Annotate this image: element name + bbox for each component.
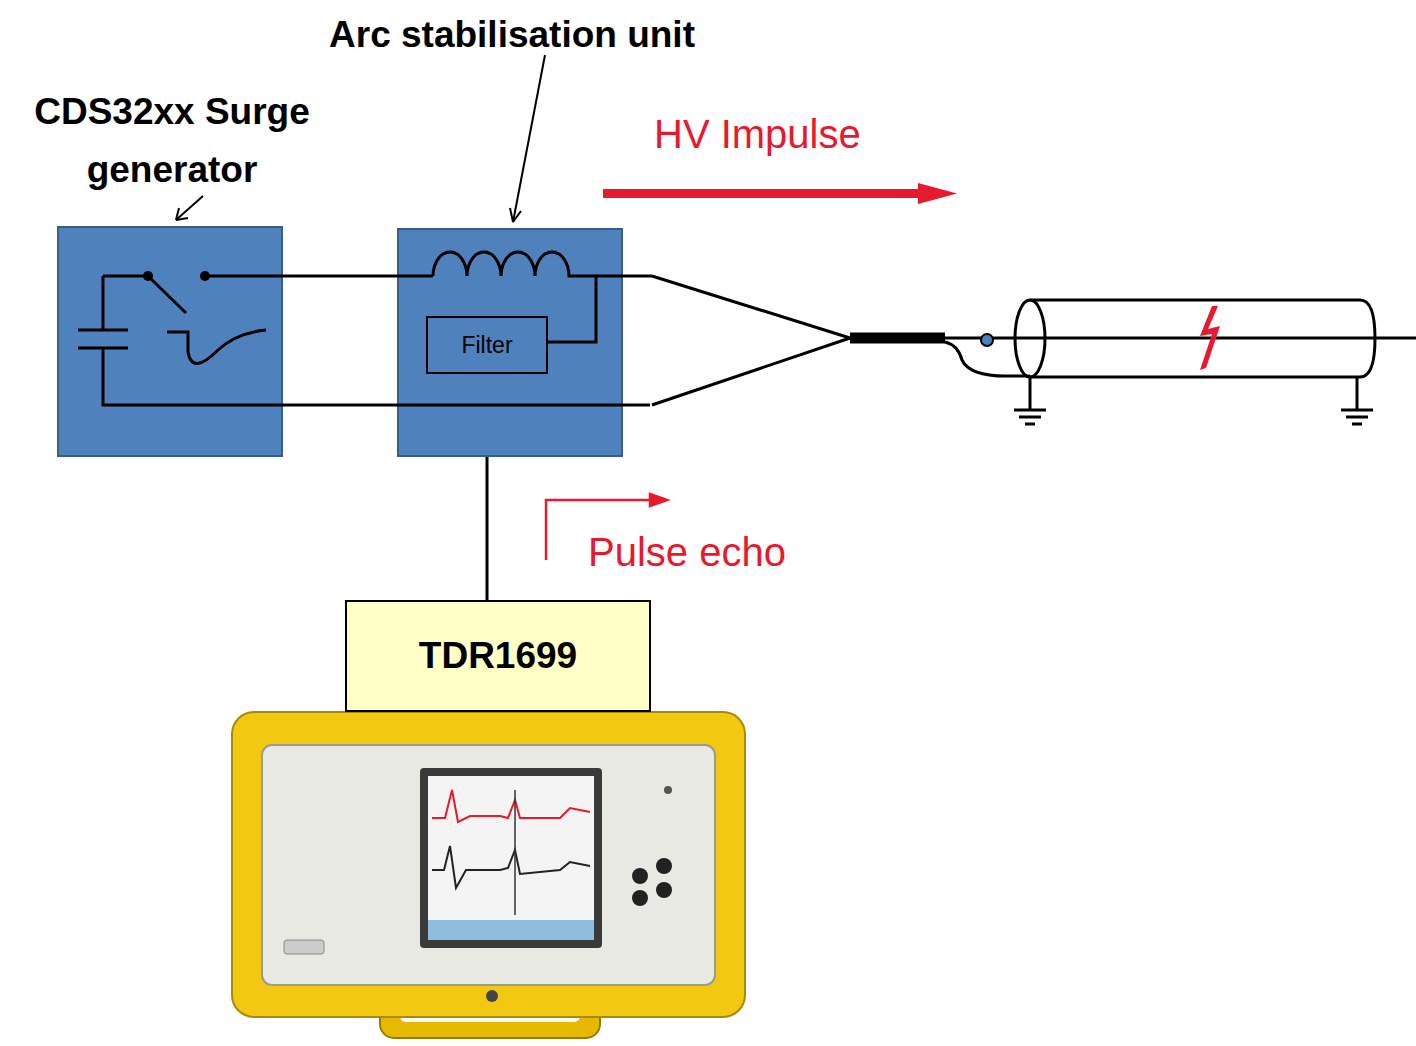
generator-box: CDS32xx Surge generator: [57, 226, 283, 457]
arrow-shaft: [603, 189, 923, 198]
fault-symbol: [1200, 306, 1220, 370]
leader-lines: [176, 55, 545, 222]
indicator: [664, 786, 672, 794]
control-knob: [656, 882, 672, 898]
cable-core: [945, 337, 1416, 340]
shield-lead: [945, 342, 1030, 376]
screen-status-bar: [428, 920, 594, 940]
wire-connector: [283, 275, 397, 278]
node-heading: CDS32xx Surge generator: [7, 83, 337, 199]
device-case: [232, 712, 745, 1017]
cable-lead: [850, 333, 945, 344]
leader-head: [510, 208, 521, 222]
filter-box: Filter: [426, 316, 548, 374]
waveform: [432, 846, 590, 888]
arc-unit-box: Arc stabilisation unitFilter: [397, 228, 623, 457]
control-knob: [632, 890, 648, 906]
control-knob: [656, 858, 672, 874]
front-panel: [262, 745, 715, 985]
panel-plate: [284, 940, 324, 954]
leader-head: [176, 208, 188, 220]
leader-line: [513, 55, 545, 222]
node-label: Filter: [461, 332, 512, 359]
leader-line: [176, 196, 203, 220]
node-label: TDR1699: [419, 635, 577, 677]
control-knob: [632, 868, 648, 884]
cable-sheath: [1030, 300, 1360, 377]
terminal: [981, 334, 993, 346]
screen: [428, 776, 594, 940]
signal-label: HV Impulse: [654, 112, 861, 157]
connector-socket: [486, 990, 498, 1002]
node-heading: Arc stabilisation unit: [279, 6, 745, 64]
cable-end: [1360, 300, 1375, 377]
impulse-arrow: [603, 183, 957, 204]
signal-label: Pulse echo: [588, 530, 786, 575]
cable: [850, 300, 1416, 424]
cursor-line: [514, 790, 516, 915]
waveform: [432, 790, 590, 822]
wire: [652, 276, 850, 405]
ground-symbol: [1014, 377, 1046, 424]
cable-end: [1015, 300, 1045, 377]
screen-bezel: [420, 768, 602, 948]
ground-symbol: [1341, 377, 1373, 424]
arrow-head: [918, 183, 957, 204]
tdr-box: TDR1699: [345, 600, 651, 712]
arrow-head: [650, 494, 667, 506]
